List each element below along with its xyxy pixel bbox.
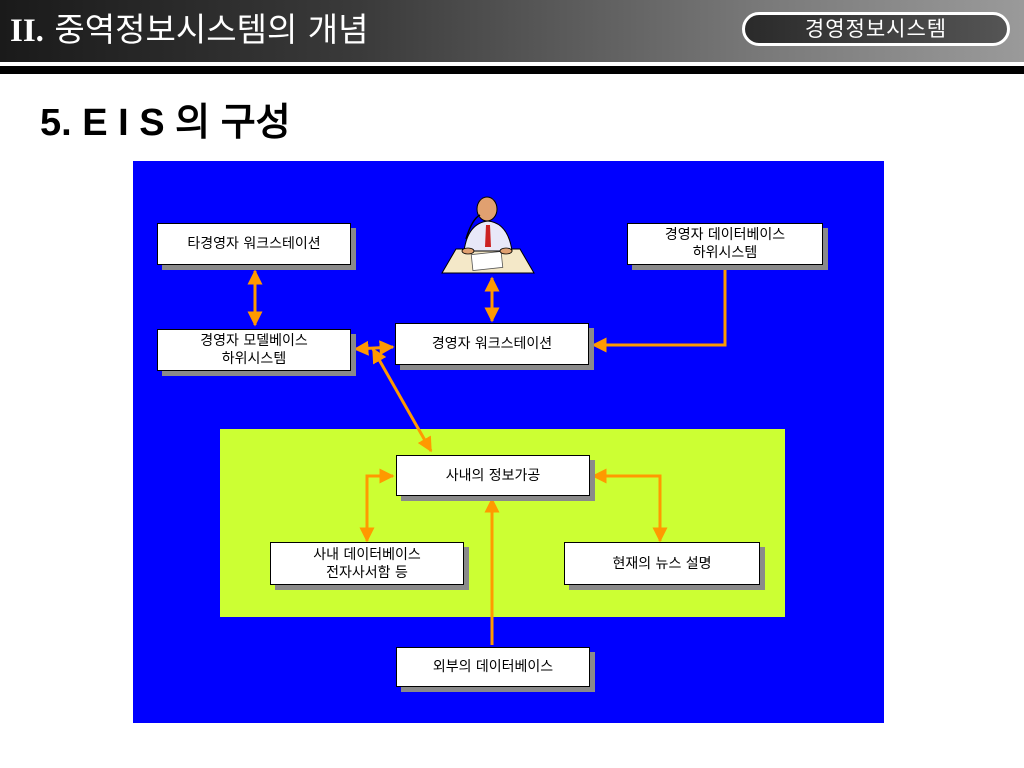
eis-diagram: 타경영자 워크스테이션 경영자 데이터베이스 하위시스템 경영자 모델베이스 하… [133,161,884,723]
section-title: 5. E I S 의 구성 [40,102,291,144]
executive-at-desk-icon [441,196,535,274]
node-internal-database: 사내 데이터베이스 전자사서함 등 [270,542,464,585]
header-category-pill: 경영정보시스템 [742,12,1010,46]
flow-arrows [247,268,727,645]
arrow-internaldb-to-processing [359,468,395,543]
node-executive-database-subsystem: 경영자 데이터베이스 하위시스템 [627,223,823,265]
node-executive-workstation: 경영자 워크스테이션 [395,323,589,365]
header-title: II. 중역정보시스템의 개념 [10,8,369,52]
header-divider [0,66,1024,74]
arrow-model-to-processing [371,347,433,453]
node-other-executive-workstation: 타경영자 워크스테이션 [157,223,351,265]
arrow-news-to-processing [591,468,668,543]
arrow-db-to-workstation [591,268,727,353]
header-title-number: II. [10,13,44,49]
node-internal-information-processing: 사내의 정보가공 [396,455,590,496]
node-current-news: 현재의 뉴스 설명 [564,542,760,585]
header-title-text: 중역정보시스템의 개념 [43,10,369,49]
node-external-database: 외부의 데이터베이스 [396,647,590,687]
node-executive-modelbase-subsystem: 경영자 모델베이스 하위시스템 [157,329,351,371]
